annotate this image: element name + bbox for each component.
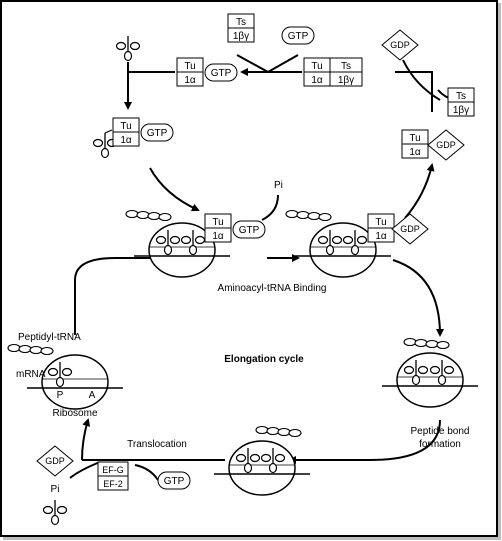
svg-text:Tu: Tu [409,133,420,144]
svg-text:Tu: Tu [212,217,223,228]
released-trna-icon [42,499,68,526]
gtp-oval-top: GTP [281,26,315,45]
svg-text:1α: 1α [311,75,323,86]
svg-text:1α: 1α [375,231,387,242]
svg-text:Tu: Tu [120,121,131,132]
ribosome-label: Ribosome [52,408,97,419]
peptide-bond-to-translocation-arrow [288,419,441,464]
svg-text:EF-2: EF-2 [103,479,123,489]
gdp-release-curve [402,59,441,101]
to-left-ribosome-arrow [81,418,91,461]
svg-text:1βγ: 1βγ [453,105,469,116]
ternary-to-ribosome-arrow [149,167,200,212]
mrna-label: mRNA [16,369,46,380]
to-peptide-bond-arrow [392,259,444,337]
right-loop-top [395,71,433,112]
ternary-complex: Tu 1α GTP [92,117,174,159]
svg-text:1α: 1α [409,147,421,158]
ts-factor-right: Ts 1βγ [447,87,475,117]
svg-text:Tu: Tu [311,61,322,72]
svg-text:1α: 1α [120,135,132,146]
elongation-cycle-title: Elongation cycle [224,354,304,365]
pi-release-curve [261,194,279,221]
svg-text:GTP: GTP [288,31,309,42]
ts-release-v [236,54,299,74]
gtp-to-efg-curve [134,464,159,481]
svg-text:GTP: GTP [239,225,260,236]
ribosome-peptide-bond [381,337,479,408]
gdp-diamond-top: GDP [381,29,419,61]
svg-text:1βγ: 1βγ [338,75,354,86]
peptide-bond-label-2: formation [419,439,461,450]
svg-text:GDP: GDP [45,456,65,466]
free-trna-icon [115,35,141,62]
svg-text:Tu: Tu [375,217,386,228]
gdp-release-left [69,461,101,479]
svg-text:1βγ: 1βγ [233,31,249,42]
tu-gtp-complex-top: Tu 1α GTP [176,57,238,87]
tu-gdp-release-arrow [404,163,435,219]
svg-text:GTP: GTP [147,128,168,139]
site-p-label: P [57,390,64,401]
svg-text:GDP: GDP [400,224,420,234]
svg-text:GDP: GDP [390,40,410,50]
ef-g-factor: EF-G EF-2 [97,461,129,491]
svg-text:GDP: GDP [436,140,456,150]
ribosome-binding-gtp: Tu 1α GTP [125,209,266,278]
peptidyl-trna-label: Peptidyl-tRNA [18,332,81,343]
site-a-label: A [89,390,96,401]
svg-text:Tu: Tu [184,61,195,72]
svg-text:GTP: GTP [164,476,185,487]
aminoacyl-binding-label: Aminoacyl-tRNA Binding [218,283,327,294]
ts-factor-top: Ts 1βγ [227,13,255,43]
tu-gtp-down-arrow [124,71,175,110]
pi-label-top: Pi [274,180,283,191]
ribosome-left-annotated: P A [7,343,124,410]
tu-gdp-complex: Tu 1α GDP [401,129,465,161]
svg-text:1α: 1α [212,231,224,242]
svg-text:Ts: Ts [236,17,246,28]
translocation-label: Translocation [127,439,187,450]
tu-ts-complex: Tu 1α Ts 1βγ [303,57,363,87]
left-loop-up-arrow [74,254,202,335]
gtp-oval-bottom: GTP [157,471,191,490]
ribosome-binding-gdp: Tu 1α GDP [285,209,429,278]
cycle-arrows [69,54,456,481]
svg-text:Ts: Ts [456,91,466,102]
gdp-diamond-bottom: GDP [36,445,74,477]
svg-text:Ts: Ts [341,61,351,72]
svg-text:GTP: GTP [211,68,232,79]
svg-text:EF-G: EF-G [102,465,124,475]
pi-label-bottom: Pi [51,484,60,495]
peptide-bond-label-1: Peptide bond [411,426,470,437]
svg-text:1α: 1α [184,75,196,86]
